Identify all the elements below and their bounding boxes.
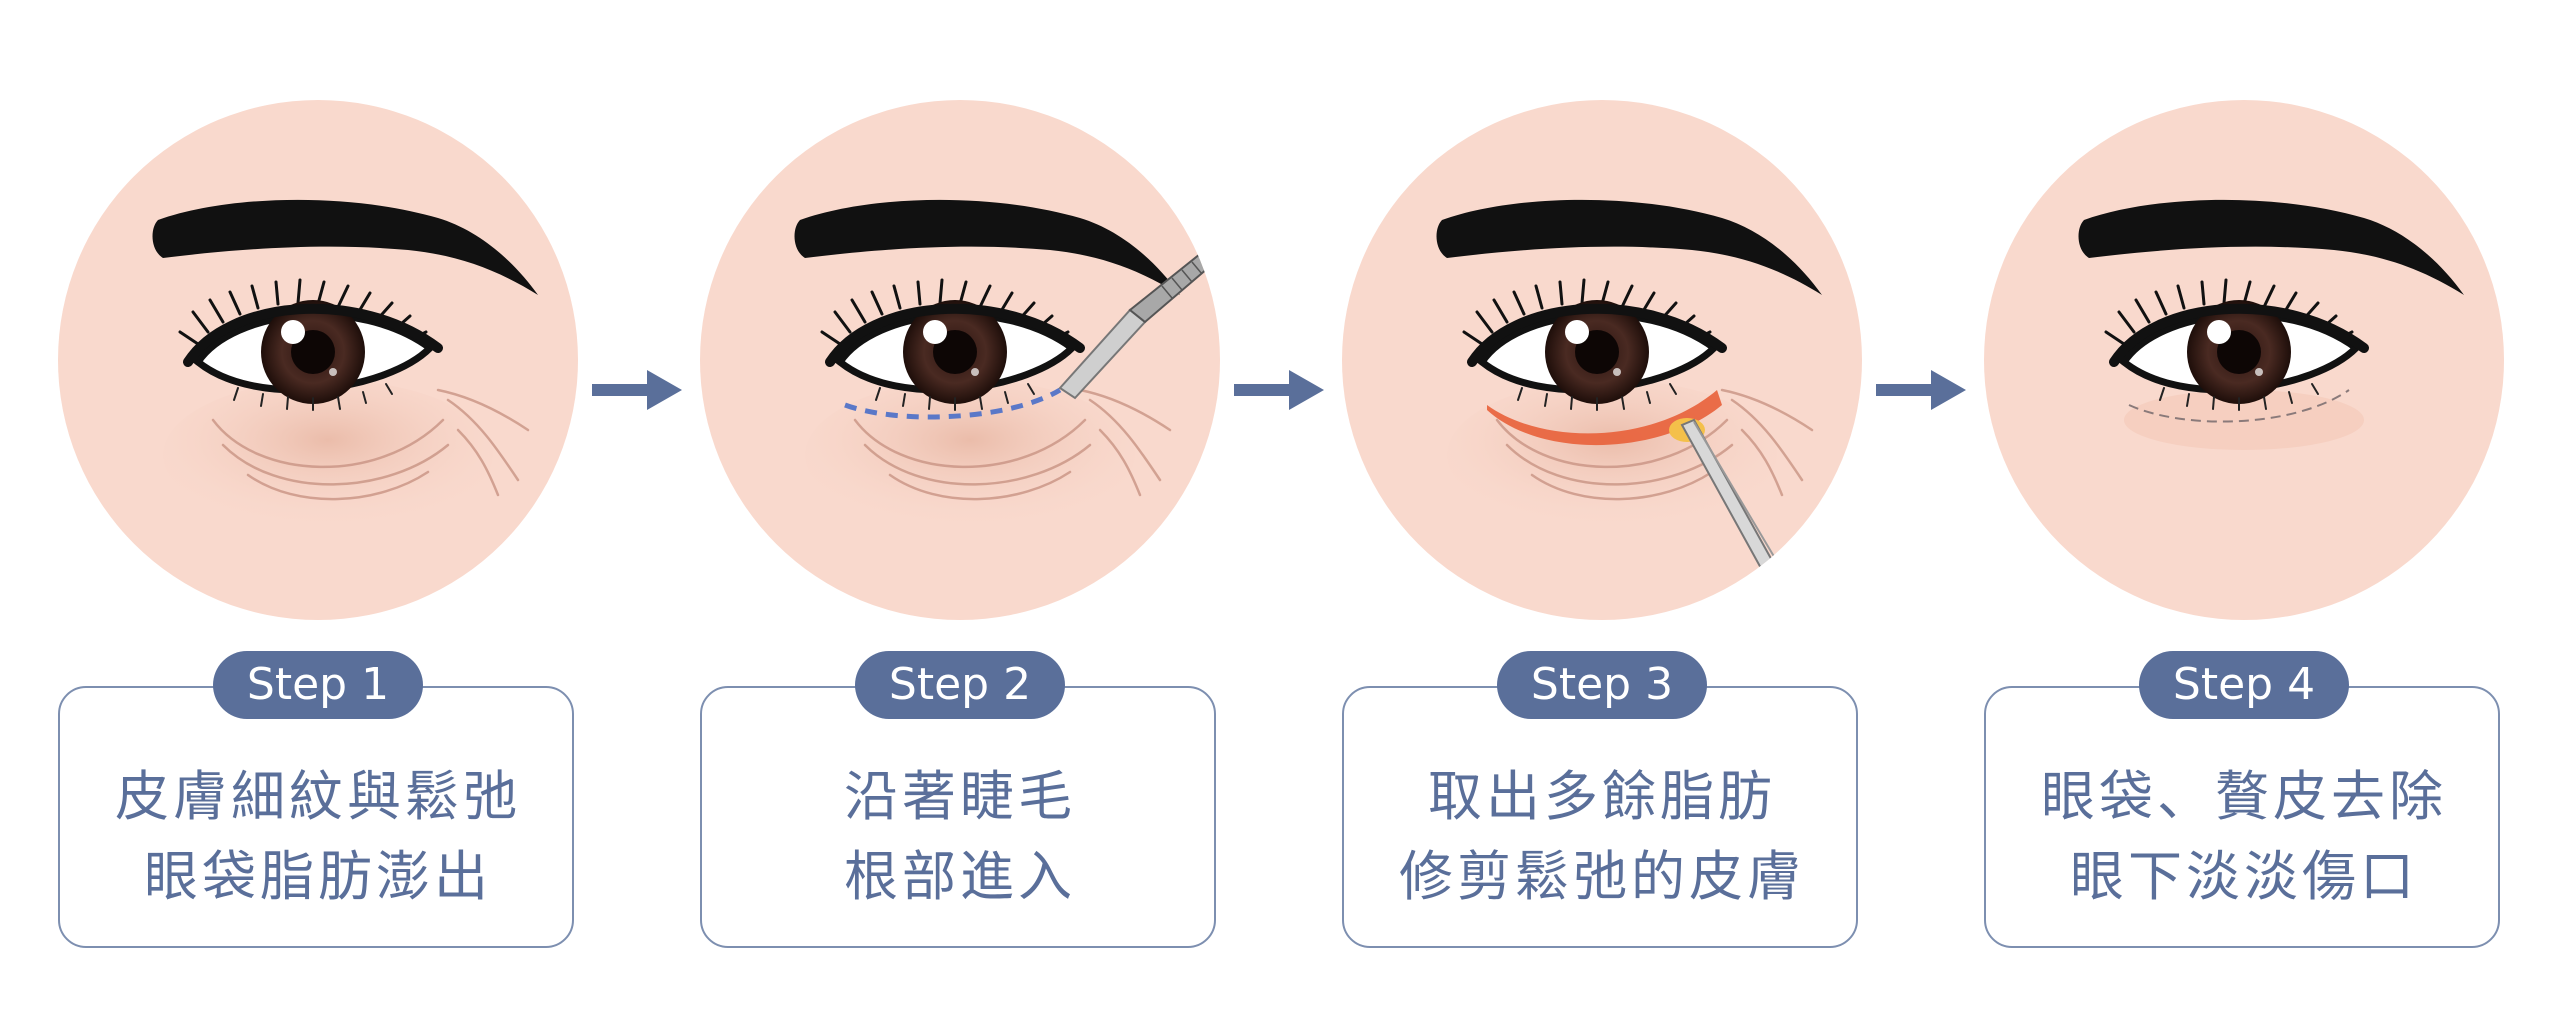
step-1-illustration <box>58 100 578 620</box>
fat-removal-illustration <box>1436 199 1822 572</box>
eye-bag-illustration <box>152 199 538 532</box>
arrow-right-icon <box>1876 370 1966 410</box>
step-2-badge: Step 2 <box>855 651 1065 719</box>
step-1-line-2: 眼袋脂肪澎出 <box>144 845 492 908</box>
forceps-icon <box>1680 418 1783 572</box>
step-1-badge: Step 1 <box>213 651 423 719</box>
result-illustration <box>2078 199 2464 450</box>
step-3-line-2: 修剪鬆弛的皮膚 <box>1399 845 1805 908</box>
step-1: Step 1 皮膚細紋與鬆弛 眼袋脂肪澎出 <box>58 0 578 1024</box>
step-2-illustration <box>700 100 1220 620</box>
arrow-right-icon <box>1234 370 1324 410</box>
step-2: Step 2 沿著睫毛 根部進入 <box>700 0 1220 1024</box>
step-3-badge: Step 3 <box>1497 651 1707 719</box>
step-4: Step 4 眼袋、贅皮去除 眼下淡淡傷口 <box>1984 0 2504 1024</box>
step-3-illustration <box>1342 100 1862 620</box>
step-1-line-1: 皮膚細紋與鬆弛 <box>115 765 521 828</box>
step-3-line-1: 取出多餘脂肪 <box>1428 765 1776 828</box>
step-3: Step 3 取出多餘脂肪 修剪鬆弛的皮膚 <box>1342 0 1862 1024</box>
step-1-card <box>58 686 574 948</box>
step-2-card <box>700 686 1216 948</box>
step-2-line-1: 沿著睫毛 <box>844 765 1076 828</box>
step-4-illustration <box>1984 100 2504 620</box>
scalpel-icon <box>1058 248 1217 400</box>
step-3-card <box>1342 686 1858 948</box>
step-4-badge: Step 4 <box>2139 651 2349 719</box>
step-4-line-1: 眼袋、贅皮去除 <box>2041 765 2447 828</box>
incision-illustration <box>794 199 1217 532</box>
arrow-right-icon <box>592 370 682 410</box>
step-4-card <box>1984 686 2500 948</box>
step-2-line-2: 根部進入 <box>844 845 1076 908</box>
step-4-line-2: 眼下淡淡傷口 <box>2070 845 2418 908</box>
